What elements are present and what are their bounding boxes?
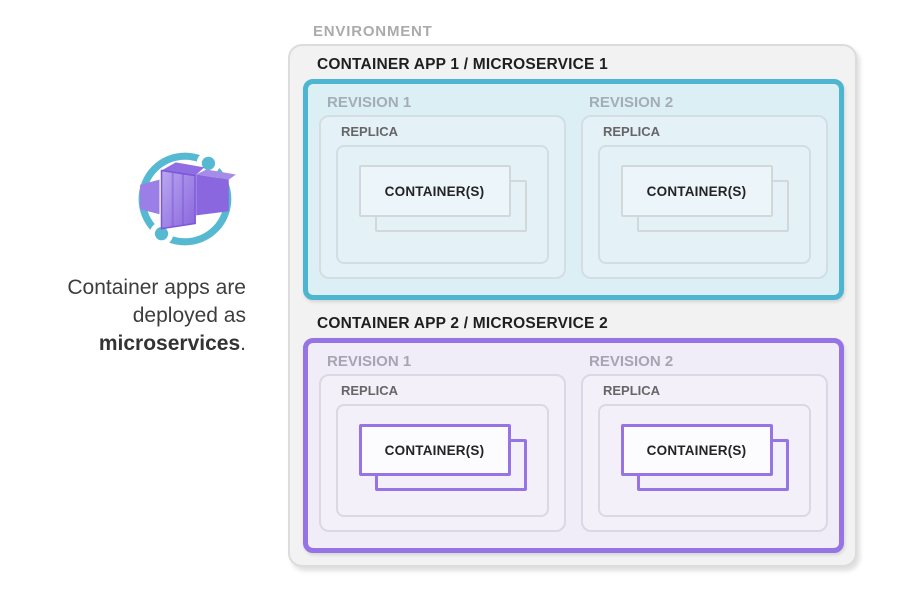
container-stack: CONTAINER(S)	[620, 165, 789, 233]
replica-inner-box: CONTAINER(S)	[598, 404, 811, 517]
revision-label: REVISION 2	[589, 353, 674, 370]
container-stack: CONTAINER(S)	[620, 424, 789, 492]
caption-bold-word: microservices	[98, 332, 241, 355]
caption-line-1: Container apps are	[67, 276, 246, 299]
app1-revision-1: REVISION 1 REPLICA CONTAINER(S)	[319, 92, 566, 279]
container-rect-front: CONTAINER(S)	[620, 165, 773, 217]
app2-revision-2: REVISION 2 REPLICA CONTAINER(S)	[581, 351, 828, 532]
container-app-2-title: CONTAINER APP 2 / MICROSERVICE 2	[317, 315, 608, 332]
caption-line-2: deployed as	[132, 304, 246, 327]
replica-box: REPLICA CONTAINER(S)	[581, 115, 828, 279]
revision-label: REVISION 1	[327, 94, 412, 111]
replica-inner-box: CONTAINER(S)	[336, 404, 549, 517]
app2-revision-1: REVISION 1 REPLICA CONTAINER(S)	[319, 351, 566, 532]
caption-text: Container apps are deployed as microserv…	[22, 274, 246, 358]
caption-line-3: microservices.	[22, 330, 246, 358]
replica-label: REPLICA	[603, 124, 661, 139]
app1-revision-2: REVISION 2 REPLICA CONTAINER(S)	[581, 92, 828, 279]
replica-label: REPLICA	[341, 383, 399, 398]
replica-box: REPLICA CONTAINER(S)	[581, 374, 828, 532]
container-app-1-box: REVISION 1 REPLICA CONTAINER(S) REVISION…	[303, 79, 844, 300]
container-rect-front: CONTAINER(S)	[358, 424, 511, 476]
container-app-2-box: REVISION 1 REPLICA CONTAINER(S) REVISION…	[303, 338, 844, 553]
environment-label: ENVIRONMENT	[313, 23, 433, 40]
container-rect-front: CONTAINER(S)	[358, 165, 511, 217]
revision-label: REVISION 1	[327, 353, 412, 370]
revision-label: REVISION 2	[589, 94, 674, 111]
container-stack: CONTAINER(S)	[358, 165, 527, 233]
replica-inner-box: CONTAINER(S)	[598, 145, 811, 264]
replica-label: REPLICA	[603, 383, 661, 398]
caption-period: .	[240, 332, 246, 355]
environment-box: CONTAINER APP 1 / MICROSERVICE 1 REVISIO…	[288, 44, 857, 567]
container-stack: CONTAINER(S)	[358, 424, 527, 492]
container-apps-icon	[134, 144, 240, 252]
replica-label: REPLICA	[341, 124, 399, 139]
container-app-1-title: CONTAINER APP 1 / MICROSERVICE 1	[317, 56, 608, 73]
replica-box: REPLICA CONTAINER(S)	[319, 374, 566, 532]
container-apps-icon-graphic	[138, 151, 236, 246]
container-rect-front: CONTAINER(S)	[620, 424, 773, 476]
replica-box: REPLICA CONTAINER(S)	[319, 115, 566, 279]
replica-inner-box: CONTAINER(S)	[336, 145, 549, 264]
